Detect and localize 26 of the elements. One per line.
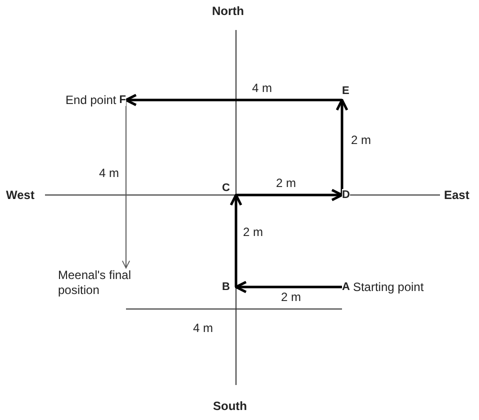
point-letter: D: [342, 189, 350, 201]
arrow: [122, 100, 130, 268]
point-caption: Starting point: [352, 280, 424, 294]
compass-label: North: [212, 4, 244, 18]
edge-label: 2 m: [350, 133, 372, 147]
arrow: [236, 188, 344, 202]
compass-label: South: [213, 399, 247, 413]
edge-label: 2 m: [275, 176, 298, 190]
point-letter: A: [342, 281, 350, 293]
edge-label: 4 m: [98, 166, 120, 180]
position-caption: Meenal's final position: [58, 268, 132, 298]
dimension-label: 4 m: [192, 321, 214, 335]
arrow: [124, 94, 342, 106]
point-caption: End point: [66, 93, 116, 107]
edge-label: 2 m: [280, 290, 302, 304]
point-letter: F: [119, 94, 126, 106]
point-letter: C: [222, 182, 230, 194]
arrow: [234, 280, 342, 294]
arrow: [230, 194, 242, 287]
edge-label: 2 m: [242, 225, 264, 239]
compass-label: East: [444, 188, 470, 202]
compass-label: West: [6, 188, 34, 202]
point-letter: E: [342, 85, 350, 97]
arrow: [336, 98, 348, 195]
point-letter: B: [222, 281, 230, 293]
edge-label: 4 m: [251, 81, 274, 95]
